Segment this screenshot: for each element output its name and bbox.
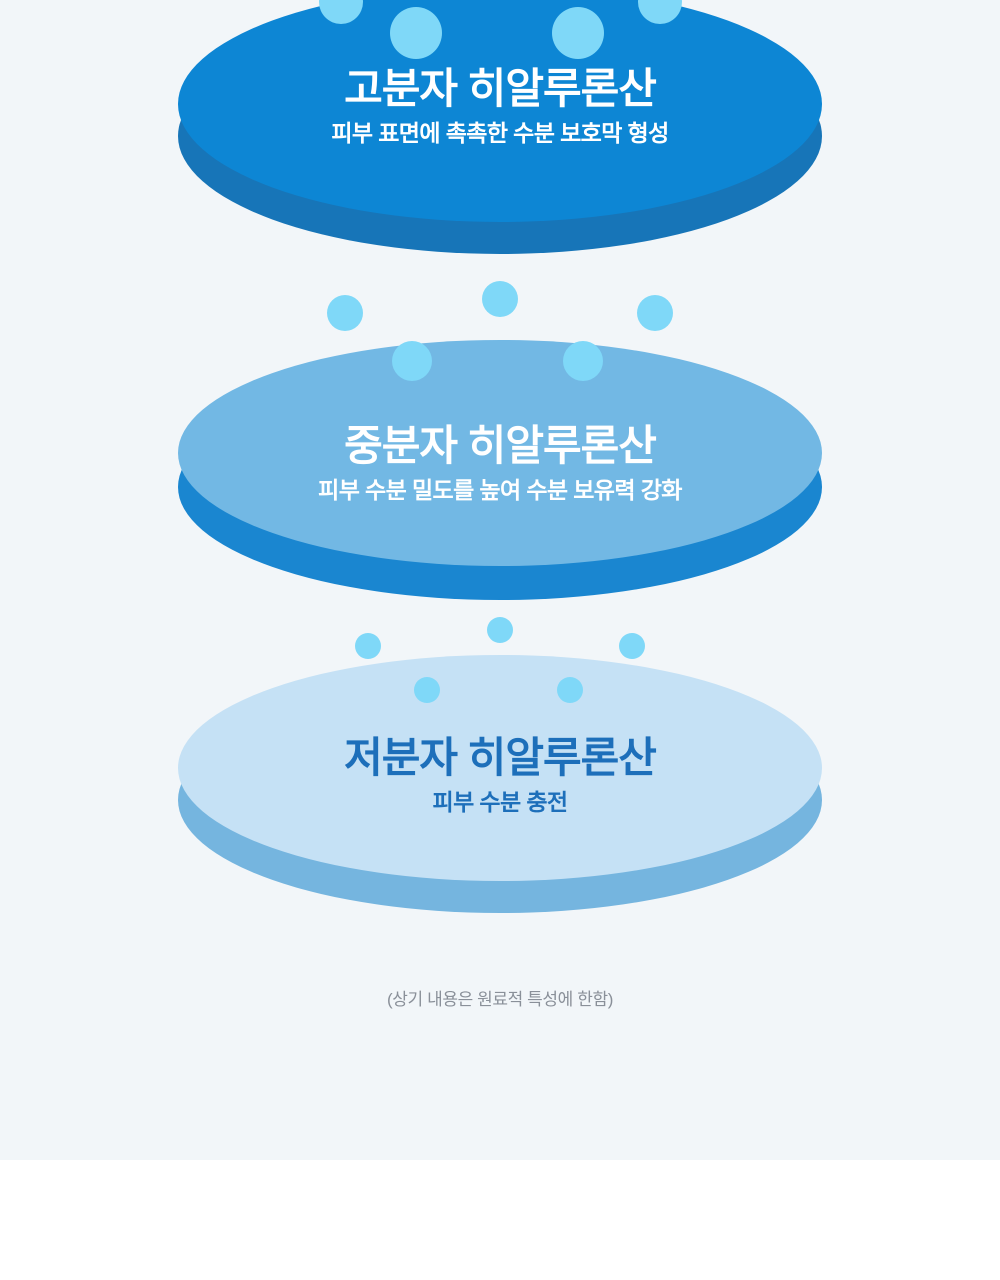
- disc-face-low-molecular: [178, 655, 822, 881]
- layer-label-medium-molecular: 중분자 히알루론산 피부 수분 밀도를 높여 수분 보유력 강화: [178, 423, 822, 505]
- water-droplet-icon: [482, 281, 518, 317]
- layer-card-high-molecular: 고분자 히알루론산 피부 표면에 촉촉한 수분 보호막 형성: [178, 0, 822, 272]
- water-droplet-icon: [392, 341, 432, 381]
- layer-card-medium-molecular: 중분자 히알루론산 피부 수분 밀도를 높여 수분 보유력 강화: [178, 340, 822, 608]
- hyaluronic-layer-stack: 저분자 히알루론산 피부 수분 충전 중분자 히알루론산 피부 수분 밀도를 높…: [178, 0, 822, 1009]
- water-droplet-icon: [414, 677, 440, 703]
- disc-face-high-molecular: [178, 0, 822, 222]
- layer-title-high-molecular: 고분자 히알루론산: [344, 65, 657, 112]
- water-droplet-icon: [487, 617, 513, 643]
- water-droplet-icon: [552, 7, 604, 59]
- layer-label-low-molecular: 저분자 히알루론산 피부 수분 충전: [178, 735, 822, 817]
- layer-title-low-molecular: 저분자 히알루론산: [344, 734, 657, 781]
- water-droplet-icon: [619, 633, 645, 659]
- water-droplet-icon: [637, 295, 673, 331]
- layer-card-low-molecular: 저분자 히알루론산 피부 수분 충전: [178, 655, 822, 921]
- water-droplet-icon: [557, 677, 583, 703]
- footnote-text: (상기 내용은 원료적 특성에 한함): [387, 990, 613, 1009]
- layer-subtitle-low-molecular: 피부 수분 충전: [432, 789, 569, 816]
- water-droplet-icon: [390, 7, 442, 59]
- water-droplet-icon: [327, 295, 363, 331]
- page-background-lower: [0, 1160, 1000, 1280]
- layer-title-medium-molecular: 중분자 히알루론산: [344, 422, 657, 469]
- layer-subtitle-medium-molecular: 피부 수분 밀도를 높여 수분 보유력 강화: [318, 477, 682, 504]
- layer-subtitle-high-molecular: 피부 표면에 촉촉한 수분 보호막 형성: [331, 120, 669, 147]
- layer-label-high-molecular: 고분자 히알루론산 피부 표면에 촉촉한 수분 보호막 형성: [178, 66, 822, 148]
- water-droplet-icon: [355, 633, 381, 659]
- disc-face-medium-molecular: [178, 340, 822, 566]
- water-droplet-icon: [563, 341, 603, 381]
